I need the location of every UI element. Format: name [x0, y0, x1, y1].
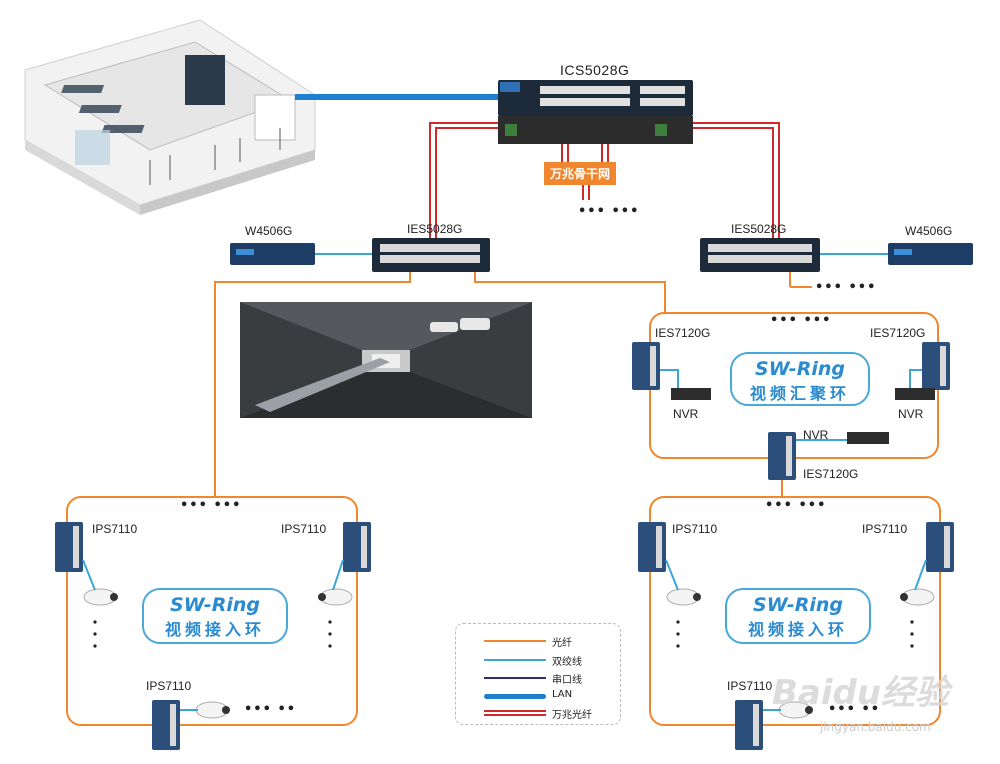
- ies7120-bottom[interactable]: [768, 432, 796, 480]
- backbone-ellipsis: ••• •••: [578, 204, 640, 219]
- nvr-right-label: NVR: [898, 407, 924, 421]
- ips-bottom-right[interactable]: [735, 700, 763, 750]
- agg-right-ellipsis: ••• •••: [815, 280, 877, 295]
- ips-bottom-right-label: IPS7110: [727, 679, 773, 693]
- backbone-label: 万兆骨干网: [544, 162, 617, 185]
- ies7120-left-label: IES7120G: [655, 326, 711, 340]
- access-ring-right-subtitle: 视频接入环: [747, 620, 848, 639]
- ies7120-left[interactable]: [632, 342, 660, 390]
- control-room-image: [24, 19, 316, 215]
- ips-bottom-left-label: IPS7110: [146, 679, 192, 693]
- ips-rtl[interactable]: [638, 522, 666, 572]
- legend-label-fiber: 光纤: [552, 638, 572, 649]
- access-ring-left-title: SW-Ring: [170, 594, 260, 616]
- legend: 光纤 双绞线 串口线 LAN 万兆光纤: [455, 623, 621, 725]
- legend-line-lan: [484, 694, 546, 699]
- nvr-links: [660, 369, 922, 441]
- tunnel-photo: [240, 302, 532, 418]
- ips-rtl-label: IPS7110: [672, 522, 718, 536]
- aggregation-ring-title: SW-Ring: [755, 358, 845, 380]
- watermark-logo: Baidu经验: [772, 673, 950, 713]
- camera-right-3: [778, 701, 813, 719]
- camera-right-2: [900, 588, 935, 606]
- w4506g-right-label: W4506G: [905, 224, 953, 238]
- access-ring-right: [649, 496, 941, 726]
- legend-label-twisted-pair: 双绞线: [552, 657, 582, 668]
- access-right-top-ellipsis: ••• •••: [765, 498, 827, 513]
- ips-bottom-left[interactable]: [152, 700, 180, 750]
- aggregation-ring-subtitle: 视频汇聚环: [749, 384, 850, 403]
- agg-ring-ellipsis: ••• •••: [770, 313, 832, 328]
- vertical-dots-left: [93, 620, 332, 648]
- ips-tl[interactable]: [55, 522, 83, 572]
- access-ring-right-title: SW-Ring: [753, 594, 843, 616]
- w4506g-right[interactable]: [888, 243, 973, 265]
- agg-switch-left[interactable]: [372, 238, 490, 272]
- w4506g-left[interactable]: [230, 243, 315, 265]
- access-left-top-ellipsis: ••• •••: [180, 498, 242, 513]
- ips-rtr-label: IPS7110: [862, 522, 908, 536]
- ips-tr[interactable]: [343, 522, 371, 572]
- nvr-left-label: NVR: [673, 407, 699, 421]
- agg-switch-left-label: IES5028G: [407, 222, 463, 236]
- camera-right-1: [666, 588, 701, 606]
- core-switch-label: ICS5028G: [560, 62, 630, 78]
- ips-tl-label: IPS7110: [92, 522, 138, 536]
- legend-line-twisted-pair: [484, 659, 546, 661]
- ies7120-bottom-label: IES7120G: [803, 467, 859, 481]
- nvr-bottom[interactable]: [847, 432, 889, 444]
- ies7120-right[interactable]: [922, 342, 950, 390]
- camera-left-3: [195, 701, 230, 719]
- camera-links-right: [665, 559, 927, 711]
- camera-links-left: [82, 559, 344, 711]
- vertical-dots-right: [676, 620, 914, 648]
- nvr-bottom-label: NVR: [803, 428, 829, 442]
- legend-line-fiber: [484, 640, 546, 642]
- camera-left-1: [83, 588, 118, 606]
- fiber-links: [214, 272, 812, 497]
- ies7120-right-label: IES7120G: [870, 326, 926, 340]
- access-left-bottom-ellipsis: ••• ••: [244, 702, 297, 717]
- access-ring-left-subtitle: 视频接入环: [164, 620, 265, 639]
- access-right-bottom-ellipsis: ••• ••: [828, 702, 881, 717]
- nvr-right[interactable]: [895, 388, 935, 400]
- legend-label-lan: LAN: [552, 689, 573, 700]
- w4506g-left-label: W4506G: [245, 224, 293, 238]
- camera-left-2: [318, 588, 353, 606]
- legend-label-serial: 串口线: [552, 675, 582, 686]
- access-ring-left-badge: SW-Ring 视频接入环: [142, 588, 288, 644]
- legend-label-10g-fiber: 万兆光纤: [552, 710, 592, 721]
- agg-switch-right[interactable]: [700, 238, 820, 272]
- watermark-url: jingyan.baidu.com: [820, 720, 931, 734]
- access-ring-left: [66, 496, 358, 726]
- aggregation-ring-badge: SW-Ring 视频汇聚环: [730, 352, 870, 406]
- legend-line-10g-fiber: [484, 710, 546, 716]
- core-switch[interactable]: [498, 80, 693, 144]
- agg-switch-right-label: IES5028G: [731, 222, 787, 236]
- ips-tr-label: IPS7110: [281, 522, 327, 536]
- access-ring-right-badge: SW-Ring 视频接入环: [725, 588, 871, 644]
- ips-rtr[interactable]: [926, 522, 954, 572]
- nvr-left[interactable]: [671, 388, 711, 400]
- legend-line-serial: [484, 677, 546, 679]
